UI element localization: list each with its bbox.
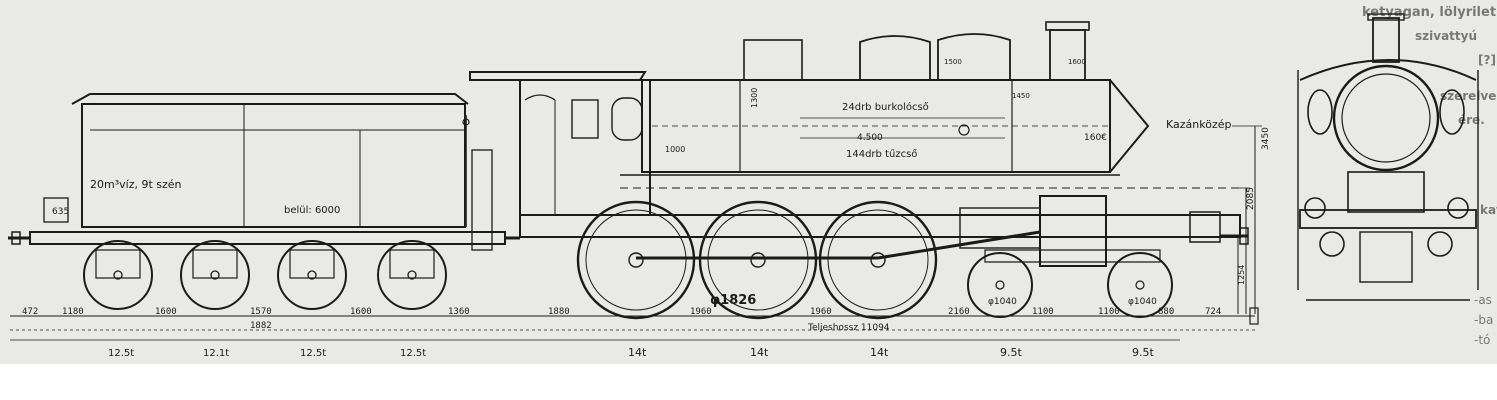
page-text-line-1: ketyagan, lölyrilet	[1362, 5, 1496, 20]
firebox-label: 1000	[665, 145, 685, 154]
driving-wheel-diameter: φ1826	[710, 293, 756, 308]
axle-load-7: 14t	[870, 346, 889, 359]
smokebox-door	[1109, 79, 1150, 173]
fire-tubes-label: 144drb tűzcső	[846, 148, 917, 160]
page-text-line-3: [?]	[1478, 53, 1496, 67]
front-smokebox	[1332, 64, 1440, 172]
drawing-sheet: 20m³víz, 9t szén belül: 6000 635	[0, 0, 1497, 364]
dome-height-label: 1300	[750, 88, 759, 108]
dimension-8: 1960	[690, 307, 712, 317]
superheater-tubes-label: 24drb burkolócső	[842, 101, 929, 113]
page-text-bleed: ketyagan, lölyrilet szivattyú [?] szerel…	[1362, 5, 1497, 347]
axle-load-8: 9.5t	[1000, 346, 1022, 359]
page-text-line-8: -tó	[1474, 333, 1490, 347]
axle-load-1: 12.5t	[108, 348, 134, 359]
chimney	[1049, 29, 1086, 80]
dimension-12: 1100	[1098, 307, 1120, 317]
tender-wheel-4	[377, 240, 447, 310]
driving-wheel-2	[698, 200, 818, 320]
bogie-rear-diameter: φ1040	[1128, 297, 1157, 307]
tender-frame	[29, 231, 506, 245]
cab-label-2: 1450	[1012, 92, 1030, 100]
dimension-7: 1880	[548, 307, 570, 317]
front-window-left	[1307, 89, 1333, 135]
tender-height-label: 635	[52, 207, 69, 217]
dimension-1: 472	[22, 307, 38, 317]
tender-roof	[71, 93, 469, 105]
bogie-wheel-2	[1107, 252, 1173, 318]
dimension-row: 472 1180 1600 1570 1600 1360 1880 1960 1…	[10, 307, 1255, 333]
boiler-length-label: 4.500	[857, 133, 883, 143]
dimension-10: 2160	[948, 307, 970, 317]
boiler-center-height: 3450	[1261, 127, 1271, 150]
total-length-label: Teljeshossz 11094	[807, 323, 890, 333]
front-chimney	[1372, 17, 1400, 63]
height-dimensions: 3450 2085 1254	[1232, 125, 1271, 325]
tender-wheel-3	[277, 240, 347, 310]
tender-wheelbase-label: 1882	[250, 321, 272, 331]
driving-wheel-3	[818, 200, 938, 320]
cab-label-4: 160€	[1084, 133, 1107, 143]
front-buffer-right	[1447, 197, 1469, 219]
driving-wheel-1	[576, 200, 696, 320]
dimension-3: 1600	[155, 307, 177, 317]
front-cab-outline	[1299, 59, 1477, 81]
front-buffer-beam	[1299, 209, 1477, 229]
locomotive: 24drb burkolócső 4.500 144drb tűzcső 100…	[469, 21, 1249, 320]
tender: 20m³víz, 9t szén belül: 6000 635	[8, 93, 506, 310]
cab-label-1: 1500	[944, 58, 962, 66]
axle-load-5: 14t	[628, 346, 647, 359]
page-text-line-7: -ba	[1474, 313, 1493, 327]
dimension-6: 1360	[448, 307, 470, 317]
dimension-4: 1570	[250, 307, 272, 317]
frame-height: 1254	[1237, 265, 1246, 285]
page-text-line-6: kat	[1480, 203, 1497, 217]
front-view	[1297, 13, 1479, 301]
dimension-11: 1100	[1032, 307, 1054, 317]
boiler	[641, 79, 1111, 173]
axle-load-4: 12.5t	[400, 348, 426, 359]
boiler-center-label: Kazánközép	[1166, 118, 1231, 131]
page-text-line-5: ére.	[1458, 113, 1485, 127]
bogie-wheel-1	[967, 252, 1033, 318]
front-window-right	[1439, 89, 1465, 135]
axle-load-3: 12.5t	[300, 348, 326, 359]
dimension-9: 1960	[810, 307, 832, 317]
tender-wheel-2	[180, 240, 250, 310]
sand-box	[743, 39, 803, 81]
cab-roof	[469, 71, 647, 81]
page-text-line-2: szivattyú	[1415, 29, 1477, 43]
front-buffer-left	[1304, 197, 1326, 219]
page-text-line-4: szerelve	[1440, 89, 1496, 103]
dimension-2: 1180	[62, 307, 84, 317]
axle-load-9: 9.5t	[1132, 346, 1154, 359]
dimension-13: 880	[1158, 307, 1174, 317]
axle-loads: 12.5t 12.1t 12.5t 12.5t 14t 14t 14t 9.5t…	[10, 339, 1180, 359]
axle-load-2: 12.1t	[203, 348, 229, 359]
cab-label-3: 1600	[1068, 58, 1086, 66]
sand-dome	[937, 33, 1011, 80]
cylinder	[1039, 195, 1107, 267]
dimension-5: 1600	[350, 307, 372, 317]
steam-dome	[859, 35, 931, 80]
locomotive-elevation-drawing: 20m³víz, 9t szén belül: 6000 635	[8, 5, 1497, 359]
buffer-height: 2085	[1246, 187, 1256, 210]
locomotive-frame	[519, 214, 1241, 238]
tender-capacity-label: 20m³víz, 9t szén	[90, 178, 182, 191]
tender-wheel-1	[83, 240, 153, 310]
axle-load-6: 14t	[750, 346, 769, 359]
page-text-line-9: -as	[1474, 293, 1492, 307]
tender-tank-label: belül: 6000	[284, 205, 340, 216]
cab-window	[571, 99, 599, 139]
bogie-front-diameter: φ1040	[988, 297, 1017, 307]
tender-tank	[81, 103, 466, 228]
dimension-14: 724	[1205, 307, 1221, 317]
